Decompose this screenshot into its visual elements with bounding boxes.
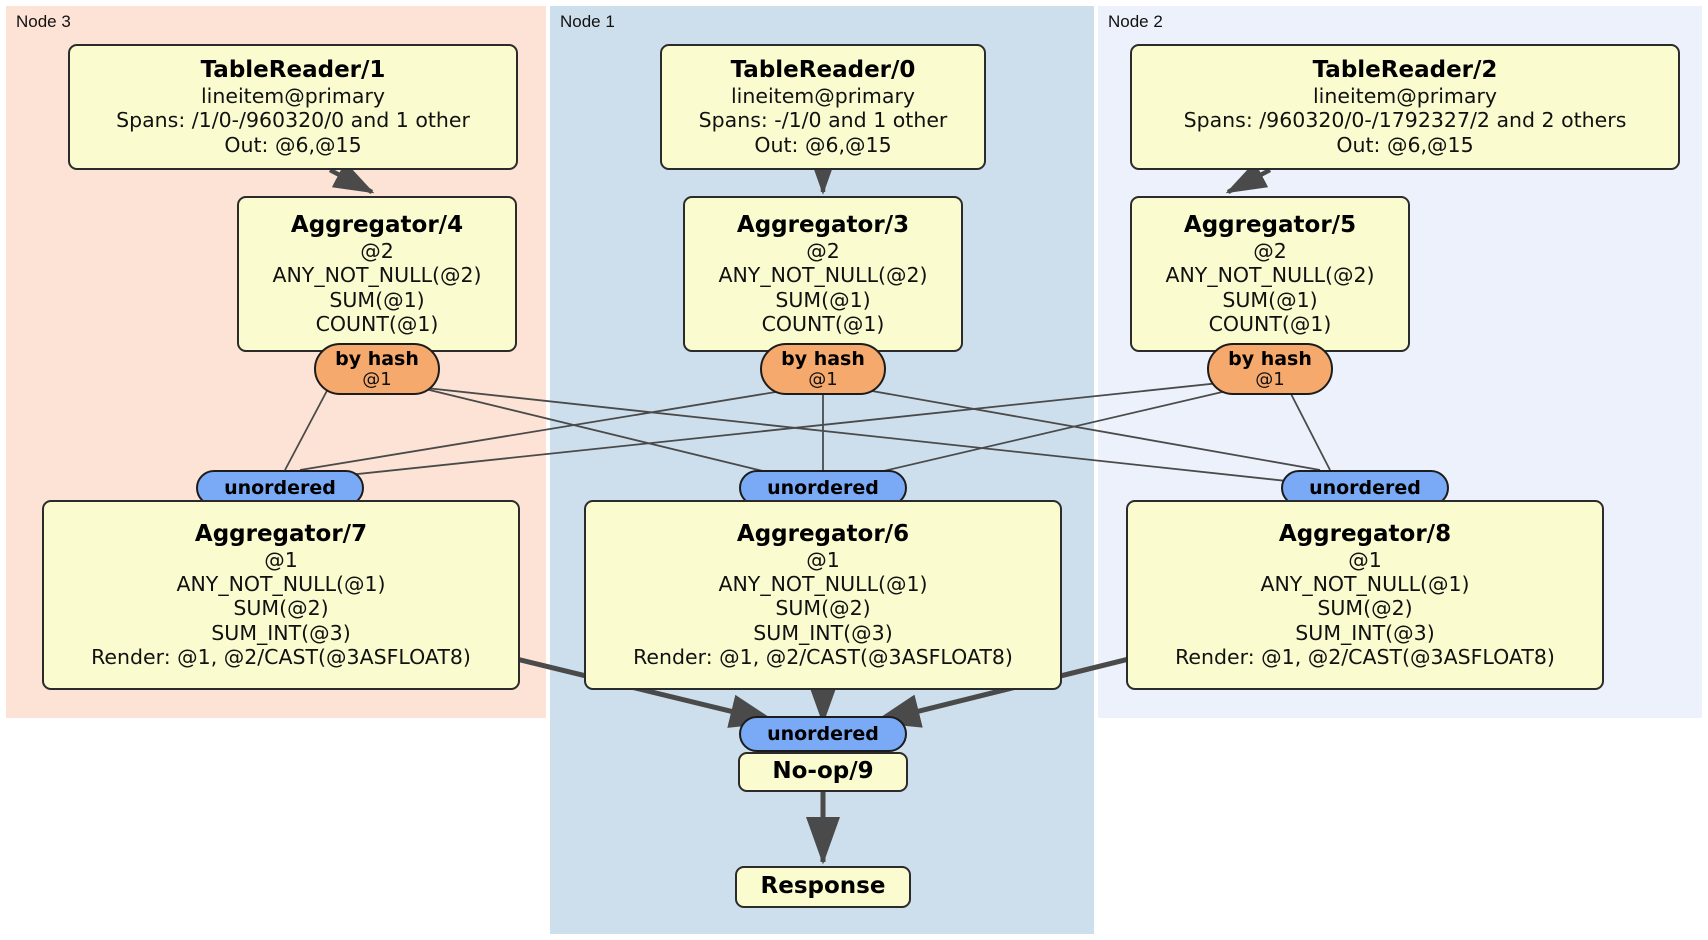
processor-title: Aggregator/3 [736,212,910,239]
processor-line: Render: @1, @2/CAST(@3ASFLOAT8) [633,644,1013,669]
processor-line: lineitem@primary [730,84,916,109]
processor-line: ANY_NOT_NULL(@2) [272,263,482,288]
processor-line: SUM(@1) [1222,287,1318,312]
processor-line: SUM_INT(@3) [1295,620,1435,645]
processor-line: ANY_NOT_NULL(@1) [718,572,928,597]
processor-line: @1 [1348,548,1382,573]
processor-line: @1 [264,548,298,573]
node-panel-label-node2: Node 2 [1108,12,1163,31]
router-sublabel: @1 [362,368,392,390]
processor-line: @2 [806,239,840,264]
processor-response[interactable]: Response [735,866,911,908]
synchronizer-label: unordered [224,476,336,499]
processor-line: Out: @6,@15 [224,132,362,157]
synchronizer-label: unordered [1309,476,1421,499]
processor-aggregator-3[interactable]: Aggregator/3 @2 ANY_NOT_NULL(@2) SUM(@1)… [683,196,963,352]
processor-line: lineitem@primary [200,84,386,109]
processor-aggregator-8[interactable]: Aggregator/8 @1 ANY_NOT_NULL(@1) SUM(@2)… [1126,500,1604,690]
processor-title: Aggregator/5 [1183,212,1357,239]
node-panel-label-node3: Node 3 [16,12,71,31]
processor-line: COUNT(@1) [1208,311,1332,336]
processor-line: SUM_INT(@3) [753,620,893,645]
node-panel-label-node1: Node 1 [560,12,615,31]
processor-line: Render: @1, @2/CAST(@3ASFLOAT8) [1175,644,1555,669]
processor-line: ANY_NOT_NULL(@1) [1260,572,1470,597]
processor-title: Response [760,873,886,900]
router-by-hash-right[interactable]: by hash @1 [1207,343,1333,395]
processor-line: COUNT(@1) [761,311,885,336]
router-sublabel: @1 [1255,368,1285,390]
processor-line: lineitem@primary [1312,84,1498,109]
processor-line: Render: @1, @2/CAST(@3ASFLOAT8) [91,644,471,669]
processor-line: Spans: /960320/0-/1792327/2 and 2 others [1183,108,1627,133]
processor-title: TableReader/1 [200,57,386,84]
processor-line: SUM(@2) [775,596,871,621]
router-sublabel: @1 [808,368,838,390]
synchronizer-unordered-final[interactable]: unordered [739,716,907,752]
processor-table-reader-0[interactable]: TableReader/0 lineitem@primary Spans: -/… [660,44,986,170]
processor-line: @2 [1253,239,1287,264]
processor-line: SUM(@1) [775,287,871,312]
processor-line: ANY_NOT_NULL(@2) [718,263,928,288]
synchronizer-label: unordered [767,476,879,499]
router-label: by hash [1228,347,1312,370]
processor-table-reader-2[interactable]: TableReader/2 lineitem@primary Spans: /9… [1130,44,1680,170]
router-label: by hash [335,347,419,370]
processor-aggregator-6[interactable]: Aggregator/6 @1 ANY_NOT_NULL(@1) SUM(@2)… [584,500,1062,690]
processor-title: TableReader/2 [1312,57,1498,84]
processor-line: Spans: /1/0-/960320/0 and 1 other [116,108,470,133]
processor-line: SUM(@1) [329,287,425,312]
processor-line: SUM(@2) [233,596,329,621]
processor-aggregator-7[interactable]: Aggregator/7 @1 ANY_NOT_NULL(@1) SUM(@2)… [42,500,520,690]
processor-table-reader-1[interactable]: TableReader/1 lineitem@primary Spans: /1… [68,44,518,170]
processor-line: Out: @6,@15 [754,132,892,157]
processor-line: Out: @6,@15 [1336,132,1474,157]
processor-line: Spans: -/1/0 and 1 other [698,108,948,133]
processor-title: Aggregator/6 [736,520,910,547]
processor-line: @1 [806,548,840,573]
processor-aggregator-5[interactable]: Aggregator/5 @2 ANY_NOT_NULL(@2) SUM(@1)… [1130,196,1410,352]
processor-line: SUM_INT(@3) [211,620,351,645]
processor-title: Aggregator/8 [1278,520,1452,547]
processor-title: No-op/9 [772,758,874,785]
processor-title: TableReader/0 [730,57,916,84]
synchronizer-label: unordered [767,722,879,745]
processor-line: ANY_NOT_NULL(@1) [176,572,386,597]
processor-title: Aggregator/7 [194,520,368,547]
router-label: by hash [781,347,865,370]
processor-noop-9[interactable]: No-op/9 [738,752,908,792]
router-by-hash-center[interactable]: by hash @1 [760,343,886,395]
processor-line: COUNT(@1) [315,311,439,336]
processor-line: SUM(@2) [1317,596,1413,621]
processor-line: ANY_NOT_NULL(@2) [1165,263,1375,288]
processor-aggregator-4[interactable]: Aggregator/4 @2 ANY_NOT_NULL(@2) SUM(@1)… [237,196,517,352]
processor-line: @2 [360,239,394,264]
router-by-hash-left[interactable]: by hash @1 [314,343,440,395]
processor-title: Aggregator/4 [290,212,464,239]
